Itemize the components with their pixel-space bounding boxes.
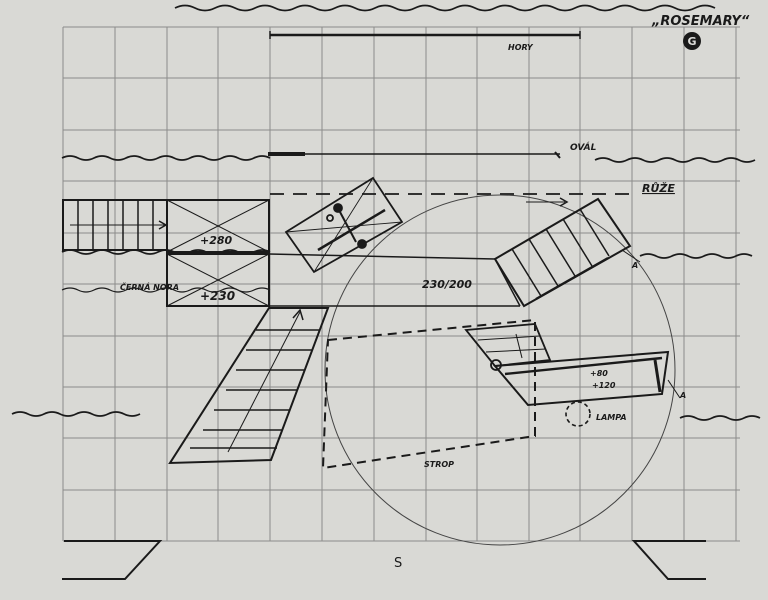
curtain-top	[174, 4, 716, 12]
ceiling-outline	[321, 318, 536, 470]
grid-lines	[62, 26, 740, 542]
lamp-label: LAMPA	[596, 413, 627, 422]
ceiling-label: STROP	[424, 460, 454, 469]
drawing-title: „ROSEMARY“	[651, 14, 750, 29]
revolve-circle	[324, 194, 676, 546]
center-mark: S	[394, 556, 402, 571]
arrow-mark-right: A	[631, 261, 638, 270]
curtain-oval-left	[61, 155, 271, 161]
tilted-table-unit	[284, 176, 404, 274]
curtain-right-low	[679, 415, 761, 421]
podium-upper-label: +80	[590, 369, 608, 378]
platform-upper-label: +280	[200, 234, 233, 247]
platform-lower	[166, 253, 270, 307]
platform-lower-label: +230	[200, 289, 235, 303]
oval-bar	[268, 151, 561, 159]
black-hole-label: ČERNÁ NORA	[120, 281, 179, 292]
top-level-label: HORY	[508, 43, 534, 52]
arrow-mark-lower-right: A	[679, 391, 686, 400]
stair-lower-left	[168, 307, 330, 465]
platform-upper	[166, 199, 270, 253]
oval-label: OVÁL	[570, 141, 597, 153]
svg-text:G: G	[687, 35, 696, 48]
curtain-oval-right	[594, 157, 756, 163]
stair-upper-right	[493, 197, 632, 308]
emblem-icon: G	[683, 32, 701, 50]
lamp-circle	[565, 401, 591, 427]
rose-label: RŮŽE	[642, 181, 675, 195]
podium-unit	[464, 323, 670, 407]
podium-lower-label: +120	[592, 381, 616, 390]
ramp-level-label: 230/200	[422, 278, 472, 291]
direction-marks	[621, 249, 681, 399]
proscenium-base	[62, 540, 706, 580]
curtain-left-low	[11, 411, 141, 417]
top-level-bar	[269, 31, 581, 39]
curtain-right-mid	[639, 253, 753, 259]
